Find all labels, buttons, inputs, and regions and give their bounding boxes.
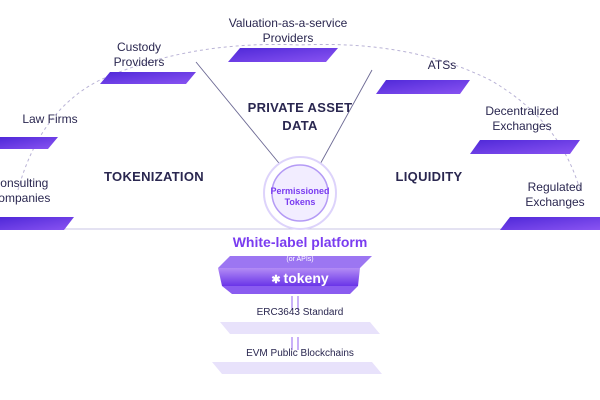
label-law-firms: Law Firms [22, 112, 78, 126]
plate-evm [212, 362, 382, 374]
label-valuation-providers: Valuation-as-a-service Providers [228, 16, 348, 45]
tokeny-logo: ✱tokeny [0, 270, 600, 286]
tokeny-wordmark: tokeny [283, 270, 329, 286]
label-permissioned-tokens: Permissioned Tokens [270, 186, 330, 207]
label-private-asset-data: PRIVATE ASSET DATA [247, 100, 353, 133]
label-regulated-exchanges: Regulated Exchanges [525, 180, 585, 209]
plate-valuation [228, 48, 338, 62]
label-ats: ATSs [427, 58, 457, 72]
label-consulting-companies: Consulting Companies [0, 176, 51, 205]
platform-bottom [222, 286, 358, 294]
platform-body [218, 268, 360, 286]
label-or-apis: (or APIs) [286, 256, 314, 263]
plate-regulated [500, 217, 600, 230]
tokeny-mark-icon: ✱ [271, 274, 281, 286]
plate-ats [376, 80, 470, 94]
label-custody-providers: Custody Providers [113, 40, 165, 69]
label-decentralized-exchanges: Decentralized Exchanges [485, 104, 559, 133]
plate-erc3643 [220, 322, 380, 334]
label-erc3643-standard: ERC3643 Standard [256, 307, 344, 318]
permissioned-circle-inner [271, 164, 329, 222]
label-evm-public-blockchains: EVM Public Blockchains [246, 348, 354, 359]
plate-law-firms [0, 137, 58, 149]
funnel-right-line [317, 69, 373, 169]
platform-top [218, 256, 372, 268]
plate-custody [100, 72, 196, 84]
label-tokenization: TOKENIZATION [104, 169, 204, 184]
plate-dex [470, 140, 580, 154]
funnel-left-line [195, 61, 284, 169]
plate-consulting [0, 217, 74, 230]
label-white-label-platform: White-label platform [232, 234, 368, 250]
label-liquidity: LIQUIDITY [395, 169, 463, 184]
